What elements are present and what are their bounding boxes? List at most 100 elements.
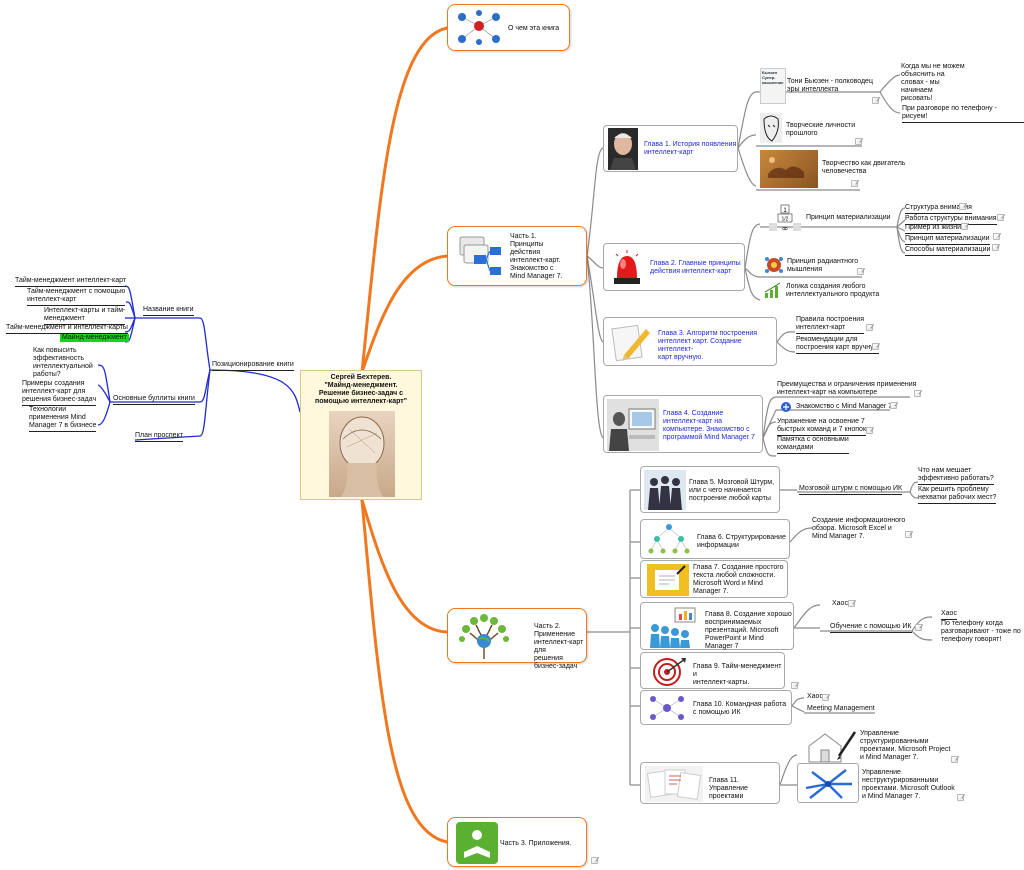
note-icon[interactable] bbox=[959, 203, 966, 210]
training-label[interactable]: Обучение с помощью ИК bbox=[830, 623, 912, 633]
creative-label[interactable]: Творческие личности прошлого bbox=[786, 122, 856, 137]
mat-item-5[interactable]: Способы материализации bbox=[905, 246, 991, 256]
pencil-paper-icon bbox=[610, 321, 652, 363]
plan-label[interactable]: План проспект bbox=[135, 432, 183, 442]
chapter-7[interactable]: Глава 7. Создание простого текста любой … bbox=[640, 560, 788, 598]
part-1[interactable]: Часть 1. Принципы действия интеллект-кар… bbox=[447, 226, 587, 286]
fraction-diagram-icon: 1 1/2 ∞ bbox=[768, 204, 802, 232]
chapter-3-title: Глава 3. Алгоритм построения интеллект к… bbox=[658, 330, 758, 361]
team-network-icon bbox=[647, 693, 687, 723]
siren-icon bbox=[610, 248, 644, 288]
chapter-4[interactable]: Глава 4. Создание интеллект-карт на комп… bbox=[603, 395, 763, 453]
bullet-item-3[interactable]: Технологии применения Mind Manager 7 в б… bbox=[29, 406, 97, 432]
positioning-label[interactable]: Позиционирование книги bbox=[212, 361, 294, 371]
engine-label[interactable]: Творчество как двигатель человечества bbox=[822, 160, 906, 175]
note-icon[interactable] bbox=[961, 223, 968, 230]
part-about[interactable]: О чем эта книга bbox=[447, 4, 570, 51]
chapter-9-title: Глава 9. Тайм-менеджмент и интеллект-кар… bbox=[693, 663, 782, 686]
part-2[interactable]: Часть 2. Применение интеллект-карт для р… bbox=[447, 608, 587, 670]
note-icon[interactable] bbox=[591, 857, 598, 864]
note-icon[interactable] bbox=[822, 694, 829, 701]
mat-item-3[interactable]: Пример из жизни bbox=[905, 224, 962, 234]
note-icon[interactable] bbox=[872, 343, 879, 350]
chapter-9[interactable]: Глава 9. Тайм-менеджмент и интеллект-кар… bbox=[640, 652, 785, 689]
book-name-item-3[interactable]: Интеллект-карты и тайм- менеджмент bbox=[44, 307, 126, 325]
bullets-label[interactable]: Основные буллиты книги bbox=[113, 395, 195, 405]
note-icon[interactable] bbox=[890, 402, 897, 409]
quote-1[interactable]: Когда мы не можем объяснить на словах - … bbox=[901, 63, 965, 102]
meeting-label[interactable]: Meeting Management bbox=[807, 705, 875, 712]
chapter-10[interactable]: Глава 10. Командная работа с помощью ИК bbox=[640, 690, 792, 725]
chapter-5[interactable]: Глава 5. Мозговой Штурм, или с чего начи… bbox=[640, 466, 780, 513]
chapter-2[interactable]: Глава 2. Главные принципы действия интел… bbox=[603, 243, 745, 291]
phrenology-head-image bbox=[329, 411, 395, 497]
book-name-item-4[interactable]: Тайм-менеджмент и интеллект-карты bbox=[6, 324, 128, 334]
chapter-7-title: Глава 7. Создание простого текста любой … bbox=[693, 564, 784, 595]
note-icon[interactable] bbox=[866, 324, 873, 331]
intro-label[interactable]: Знакомство с Mind Manager 7 bbox=[796, 403, 893, 410]
quote-2[interactable]: При разговоре по телефону - рисуем! bbox=[902, 105, 1024, 123]
book-name-item-2[interactable]: Тайм-менеджмент с помощью интеллект-карт bbox=[27, 288, 126, 306]
mat-item-4[interactable]: Принцип материализации bbox=[905, 235, 990, 245]
info-review-label[interactable]: Создание информационного обзора. Microso… bbox=[812, 517, 906, 540]
logic-label[interactable]: Логика создания любого интеллектуального… bbox=[786, 283, 880, 298]
growth-chart-icon bbox=[764, 282, 782, 299]
adv-label[interactable]: Преимущества и ограничения применения ин… bbox=[777, 381, 917, 396]
computer-user-photo bbox=[607, 399, 659, 451]
note-icon[interactable] bbox=[791, 682, 798, 689]
mat-item-2[interactable]: Работа структуры внимания bbox=[905, 215, 997, 225]
structured-label[interactable]: Управление структурированными проектами.… bbox=[860, 730, 951, 761]
ch5-question-1[interactable]: Что нам мешает эффективно работать? bbox=[918, 467, 994, 485]
book-name-item-5[interactable]: Майнд-менеджмент bbox=[60, 334, 129, 342]
phone-label[interactable]: По телефону когда разговаривают - тоже п… bbox=[941, 620, 1021, 643]
book-name-item-1[interactable]: Тайм-менеджмент интеллект-карт bbox=[15, 277, 127, 287]
chapter-11[interactable]: Глава 11. Управление проектами bbox=[640, 762, 780, 804]
chapter-8[interactable]: Глава 8. Создание хорошо воспринимаемых … bbox=[640, 602, 794, 650]
rules-label[interactable]: Правила построения интеллект-карт bbox=[796, 316, 865, 334]
memo-label[interactable]: Памятка с основными командами bbox=[777, 436, 849, 454]
note-icon[interactable] bbox=[957, 794, 964, 801]
recs-label[interactable]: Рекомендации для построения карт вручную bbox=[796, 336, 879, 354]
arrows-image-box bbox=[797, 763, 859, 803]
radiant-label[interactable]: Принцип радиантного мышления bbox=[787, 258, 859, 273]
note-icon[interactable] bbox=[914, 390, 921, 397]
ch8-chaos-label[interactable]: Хаос bbox=[832, 600, 848, 607]
ch5-question-2[interactable]: Как решить проблему нехватки рабочих мес… bbox=[918, 486, 997, 504]
exercise-label[interactable]: Упражнение на освоение 7 быстрых команд … bbox=[777, 418, 867, 436]
note-icon[interactable] bbox=[855, 138, 862, 145]
central-topic[interactable]: Сергей Бехтерев. "Майнд-менеджмент. Реше… bbox=[300, 370, 422, 500]
unstructured-label[interactable]: Управление неструктурированными проектам… bbox=[862, 769, 955, 800]
ch10-chaos-label[interactable]: Хаос bbox=[807, 693, 823, 700]
note-icon[interactable] bbox=[872, 97, 879, 104]
bullet-item-2[interactable]: Примеры создания интеллект-карт для реше… bbox=[22, 380, 97, 406]
note-icon[interactable] bbox=[993, 233, 1000, 240]
cave-painting-image bbox=[760, 150, 818, 188]
people-network-icon bbox=[454, 9, 504, 47]
note-icon[interactable] bbox=[951, 756, 958, 763]
part-1-label: Часть 1. Принципы действия интеллект-кар… bbox=[510, 233, 563, 280]
brainstorm-label[interactable]: Мозговой штурм с помощью ИК bbox=[799, 485, 903, 495]
note-icon[interactable] bbox=[915, 624, 922, 631]
chapter-1[interactable]: Глава 1. История появления интеллект-кар… bbox=[603, 125, 738, 172]
mat-item-1[interactable]: Структура внимания bbox=[905, 204, 972, 214]
part-3[interactable]: Часть 3. Приложения. bbox=[447, 817, 587, 867]
bullet-item-1[interactable]: Как повысить эффективность интеллектуаль… bbox=[33, 347, 93, 378]
buzan-label[interactable]: Тони Бьюзен - полководец эры интеллекта bbox=[787, 78, 873, 93]
note-icon[interactable] bbox=[851, 180, 858, 187]
project-pages-icon bbox=[645, 766, 703, 802]
ch8-chaos2-label[interactable]: Хаос bbox=[941, 610, 957, 620]
chapter-1-title: Глава 1. История появления интеллект-кар… bbox=[644, 141, 737, 156]
materialization-label[interactable]: Принцип материализации bbox=[806, 214, 891, 221]
note-icon[interactable] bbox=[992, 244, 999, 251]
fraction-top: 1 bbox=[783, 208, 787, 214]
chapter-6[interactable]: Глава 6. Структурирование информации bbox=[640, 519, 790, 559]
blue-arrows-icon bbox=[805, 769, 852, 799]
note-icon[interactable] bbox=[848, 600, 855, 607]
note-icon[interactable] bbox=[857, 268, 864, 275]
note-icon[interactable] bbox=[997, 214, 1004, 221]
infinity-symbol: ∞ bbox=[782, 224, 789, 232]
note-icon[interactable] bbox=[866, 427, 873, 434]
note-icon[interactable] bbox=[905, 531, 912, 538]
chapter-3[interactable]: Глава 3. Алгоритм построения интеллект к… bbox=[603, 317, 777, 366]
book-name-label[interactable]: Название книги bbox=[143, 306, 194, 316]
